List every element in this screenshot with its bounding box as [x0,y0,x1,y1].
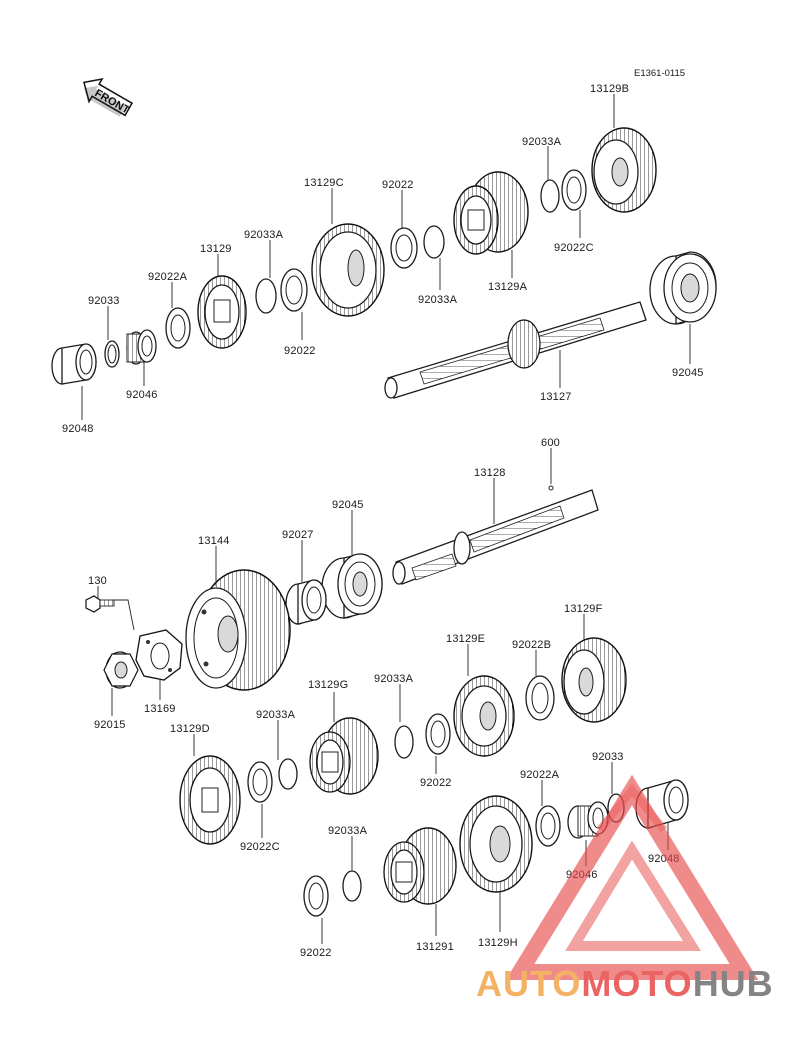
washer-92022-upper-2 [390,227,418,269]
watermark-moto: MOTO [581,963,692,1004]
label-92022b: 92022B [512,639,551,651]
label-92033a: 92033A [374,673,414,685]
drive-shaft-13128 [392,485,599,585]
label-92033a: 92033A [418,294,458,306]
label-13129d: 13129D [170,723,210,735]
gear-13129c [311,223,385,317]
gear-13129g [309,717,379,795]
label-92033: 92033 [88,295,120,307]
label-92022a: 92022A [148,271,188,283]
circlip-92033a-lower-2 [278,758,298,790]
circlip-92033a-upper-2 [423,225,445,259]
washer-92022a-lower [535,805,561,847]
gear-13129a [453,171,529,255]
label-92033a: 92033A [328,825,368,837]
label-92022: 92022 [300,947,332,959]
label-92033a: 92033A [244,229,284,241]
label-13129e: 13129E [446,633,485,645]
label-92033a: 92033A [256,709,296,721]
svg-text:AUTOMOTOHUB: AUTOMOTOHUB [476,963,774,1004]
label-13169: 13169 [144,703,176,715]
label-13129g: 13129G [308,679,348,691]
gear-13129b [591,127,657,213]
label-92022: 92022 [284,345,316,357]
nut-92015 [103,651,139,689]
label-92022a: 92022A [520,769,560,781]
watermark-hub: HUB [693,963,774,1004]
label-92033a: 92033A [522,136,562,148]
washer-92022a-upper [165,307,191,349]
circlip-92033a-upper-1 [255,278,277,314]
bolt-130 [85,595,115,613]
label-13128: 13128 [474,467,506,479]
gear-131291 [383,827,457,905]
gear-13129h [459,795,533,893]
circlip-92033a-lower-3 [342,870,362,902]
diagram-code: E1361-0115 [634,68,685,79]
main-shaft-13127 [384,301,647,399]
circlip-92033a-upper-3 [540,179,560,213]
ball-bearing-92045-lower [321,553,383,619]
gear-13129d [179,755,241,845]
label-92022c: 92022C [554,242,594,254]
gear-13129 [197,275,247,349]
circlip-92033-upper [104,340,120,368]
ball-bearing-92045-upper [649,251,717,325]
label-92045: 92045 [672,367,704,379]
label-92045: 92045 [332,499,364,511]
needle-bearing-92046-upper [126,329,157,365]
label-92033: 92033 [592,751,624,763]
automotohub-watermark: AUTOMOTOHUB [476,774,774,1004]
label-92022c: 92022C [240,841,280,853]
label-92027: 92027 [282,529,314,541]
label-13129f: 13129F [564,603,603,615]
label-92046: 92046 [126,389,158,401]
washer-92022-upper-1 [280,268,308,312]
watermark-auto: AUTO [476,963,581,1004]
label-92022: 92022 [382,179,414,191]
leader-lines [81,94,691,944]
watermark-logo-icon [505,774,759,980]
washer-92022-lower-1 [425,713,451,755]
label-92048: 92048 [62,423,94,435]
label-92015: 92015 [94,719,126,731]
label-92022: 92022 [420,777,452,789]
washer-92022b [525,675,555,721]
washer-92022c-lower [247,761,273,803]
part-labels: 13129B 92033A 92022C 13129C 92022 92033A… [62,83,704,959]
label-13127: 13127 [540,391,572,403]
gear-13129f [561,637,627,723]
washer-92022c-upper [561,169,587,211]
gear-13129e [453,675,515,757]
collar-92027 [285,579,327,625]
washer-92022-lower-2 [303,875,329,917]
label-130: 130 [88,575,107,587]
label-13129a: 13129A [488,281,528,293]
label-600: 600 [541,437,560,449]
label-13129c: 13129C [304,177,344,189]
front-arrow-icon: FRONT [83,77,134,117]
label-13129h: 13129H [478,937,518,949]
label-13144: 13144 [198,535,230,547]
label-131291: 131291 [416,941,454,953]
label-13129: 13129 [200,243,232,255]
plate-13169 [135,629,183,681]
label-13129b: 13129B [590,83,629,95]
clutch-housing-13144 [185,569,291,691]
bushing-92048-upper [51,343,97,385]
circlip-92033a-lower-1 [394,725,414,759]
